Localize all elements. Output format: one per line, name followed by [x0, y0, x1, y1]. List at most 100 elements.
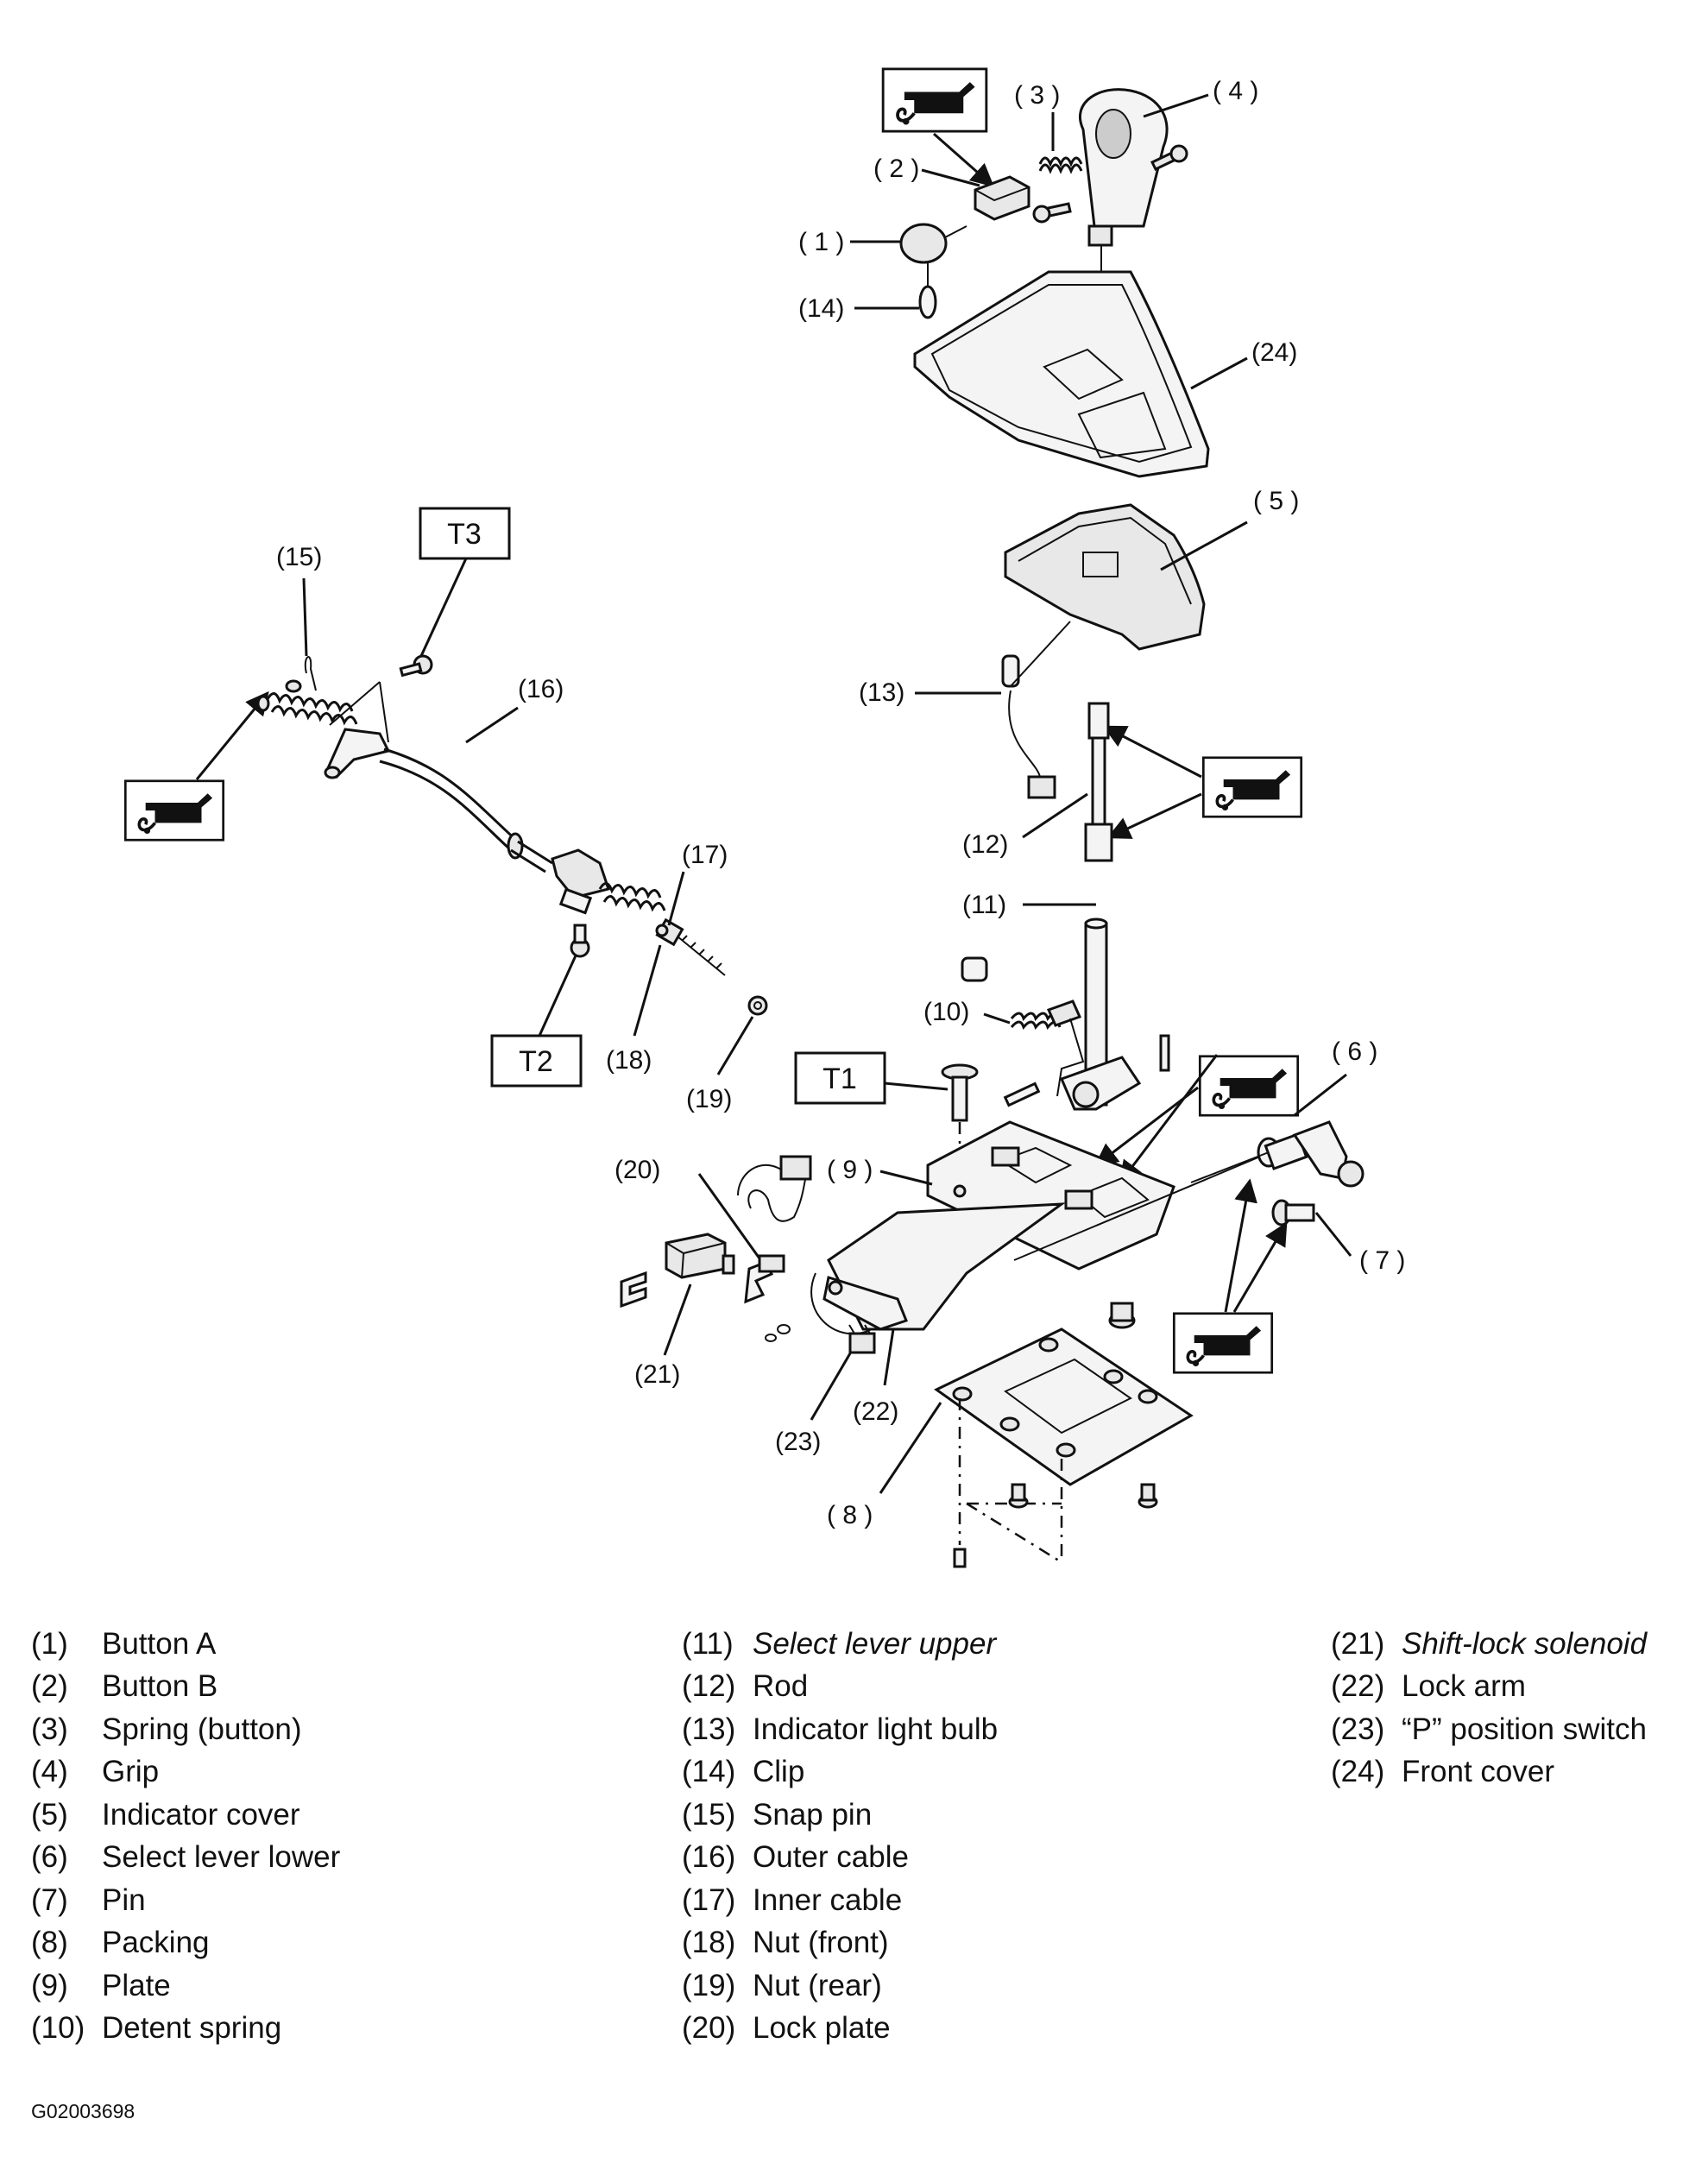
legend-column-3: (21) Shift-lock solenoid (22)Lock arm(23)“… [1331, 1623, 1647, 1794]
legend-item-name: Rod [753, 1669, 809, 1704]
callout-label: ( 5 ) [1253, 487, 1299, 515]
callout-label: ( 1 ) [798, 228, 844, 256]
legend-item: (18) Nut (front) [682, 1922, 998, 1965]
legend-item: (7)Pin [31, 1879, 340, 1922]
legend-item: (1)Button A [31, 1623, 340, 1666]
legend-item: (13)Indicator light bulb [682, 1708, 998, 1751]
legend-item: (9) Plate [31, 1964, 340, 2008]
figure-id: G02003698 [31, 2100, 136, 2122]
legend-item-number: (18) [682, 1926, 736, 1960]
callout-label: ( 2 ) [873, 154, 919, 183]
pin [1003, 1082, 1041, 1107]
snap-pin [304, 656, 317, 691]
callout-label: ( 7 ) [1359, 1246, 1405, 1275]
legend-item: (5) Indicator cover [31, 1794, 340, 1837]
legend-item: (16)Outer cable [682, 1837, 998, 1880]
legend-item: (8) Packing [31, 1922, 340, 1965]
torque-label: T2 [519, 1045, 553, 1078]
pin [1159, 1034, 1170, 1072]
callout-label: (15) [276, 543, 322, 571]
legend-item-name: Pin [102, 1882, 146, 1917]
legend-item-name: Detent spring [102, 2011, 282, 2046]
legend-item-number: (8) [31, 1926, 68, 1960]
nut-t2 [570, 924, 590, 958]
legend-item-number: (4) [31, 1755, 68, 1789]
p-position-switch [848, 1324, 876, 1354]
legend-item-name: Front cover [1402, 1755, 1554, 1789]
detent-arm [1046, 1000, 1085, 1097]
grease-applicator-icon [1172, 1312, 1274, 1374]
legend-item-number: (9) [31, 1968, 68, 2002]
callout-label: ( 9 ) [827, 1156, 873, 1184]
select-lever-lower [1013, 1120, 1365, 1261]
callout-label: (21) [634, 1360, 680, 1389]
detent-roller [961, 956, 988, 982]
legend-item-number: (2) [31, 1669, 68, 1704]
legend-item: (11)Select lever upper [682, 1623, 998, 1666]
bolt [941, 1063, 979, 1122]
legend-item-number: (6) [31, 1840, 68, 1875]
legend-item-name: Indicator cover [102, 1797, 300, 1832]
legend-item: (10) Detent spring [31, 2008, 340, 2051]
select-lever-upper [1059, 918, 1142, 1111]
callout-label: ( 3 ) [1014, 81, 1060, 110]
button-b [974, 175, 1030, 221]
legend-item-name: Indicator light bulb [753, 1712, 999, 1746]
legend-item: (2) Button B [31, 1666, 340, 1709]
exploded-view-diagram: T3 T2 T1 ( 4 ) ( 3 ) ( 2 ) [123, 67, 1405, 1568]
callout-label: (23) [775, 1428, 821, 1456]
washer [765, 1324, 791, 1342]
grease-applicator-icon [123, 779, 225, 842]
stud [953, 1548, 967, 1568]
callout-label: (18) [606, 1046, 652, 1075]
legend-item-name: Plate [102, 1968, 171, 2002]
legend-item: (22)Lock arm [1331, 1666, 1647, 1709]
legend-item-name: Nut (rear) [753, 1968, 882, 2002]
legend-item-number: (14) [682, 1755, 736, 1789]
legend-item: (19)Nut (rear) [682, 1964, 998, 2008]
callout-label: (13) [859, 678, 904, 707]
grease-applicator-icon [1201, 756, 1303, 818]
callout-label: (17) [682, 841, 728, 869]
grease-applicator-icon [1198, 1055, 1300, 1117]
legend-item-name: Spring (button) [102, 1712, 302, 1746]
spring [1038, 156, 1083, 174]
wire-harness [737, 1155, 812, 1222]
grommet [1108, 1302, 1136, 1329]
legend-item: (17)Inner cable [682, 1879, 998, 1922]
legend-item: (20)Lock plate [682, 2008, 998, 2051]
legend-item-name: Nut (front) [753, 1926, 889, 1960]
legend-item: (12)Rod [682, 1666, 998, 1709]
nut [1008, 1483, 1029, 1509]
torque-label: T1 [822, 1063, 857, 1095]
legend-item: (6)Select lever lower [31, 1837, 340, 1880]
legend-item-name: Shift-lock solenoid [1402, 1626, 1648, 1661]
screw [1032, 202, 1072, 224]
torque-box-t3: T3 [419, 507, 511, 560]
legend-item-name: Packing [102, 1926, 210, 1960]
legend-item-number: (22) [1331, 1669, 1385, 1704]
washer [285, 679, 302, 693]
legend-item-name: “P” position switch [1402, 1712, 1647, 1746]
legend-item: (3)Spring (button) [31, 1708, 340, 1751]
legend-item-name: Lock plate [753, 2011, 891, 2046]
legend-item-number: (10) [31, 2011, 85, 2046]
clip [918, 285, 937, 319]
legend-item: (23)“P” position switch [1331, 1708, 1647, 1751]
legend-column-2: (11)Select lever upper(12)Rod(13)Indicat… [682, 1623, 998, 2050]
lock-plate [744, 1254, 785, 1304]
legend-item: (4)Grip [31, 1751, 340, 1794]
parts-legend: (1)Button A(2) Button B (3)Spring (button)… [0, 1623, 1708, 2106]
legend-item-number: (21) [1331, 1626, 1385, 1661]
button-a [899, 223, 967, 264]
legend-item-number: (5) [31, 1797, 68, 1832]
outer-cable-end [256, 692, 391, 779]
legend-item-name: Button B [102, 1669, 218, 1704]
grease-applicator-icon [881, 67, 988, 133]
legend-item-number: (17) [682, 1882, 736, 1917]
outer-cable [379, 747, 610, 915]
front-cover [913, 270, 1210, 478]
torque-label: T3 [447, 518, 482, 551]
callout-label: (24) [1251, 338, 1297, 367]
callout-label: (10) [923, 998, 969, 1026]
